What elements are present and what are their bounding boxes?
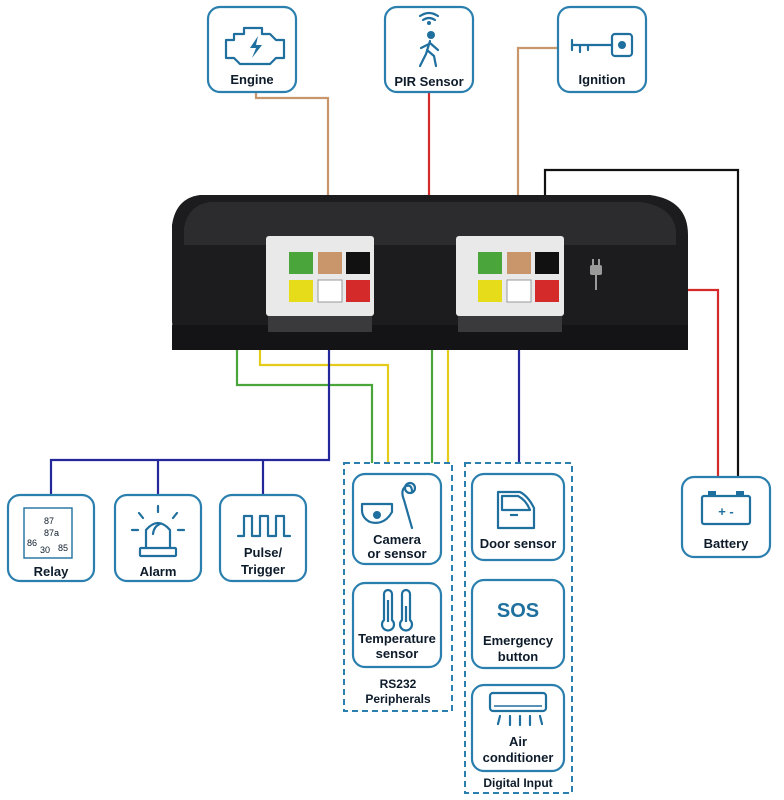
digital-input-group-frame [464,462,573,794]
door-sensor-label: Door sensor [480,536,557,551]
pulse-label-line1: Pulse/ [244,545,283,560]
engine-icon [224,26,286,66]
camera-icon [360,481,417,530]
tracker-device [172,195,688,350]
digital-input-label: Digital Input [483,776,552,790]
air-conditioner-label-line2: conditioner [483,750,554,765]
relay-card: 87 87a 86 30 85 Relay [6,493,96,583]
pir-motion-icon [418,11,440,68]
air-conditioner-label-line1: Air [509,734,527,749]
ignition-card: Ignition [556,5,648,94]
camera-label-line2: or sensor [367,546,426,561]
relay-pin-85: 85 [58,543,68,553]
wire-ignition [516,46,558,235]
wire-left-blue [49,290,331,495]
relay-pin-87a: 87a [44,528,59,538]
camera-label-line1: Camera [373,532,421,547]
battery-card: + - Battery [680,475,772,559]
emergency-card: SOS Emergency button [470,578,566,670]
alarm-card: Alarm [113,493,203,583]
air-conditioner-icon [488,691,548,727]
temperature-card: Temperature sensor [351,581,443,669]
thermometer-icon [380,588,414,632]
emergency-label-line2: button [498,649,538,664]
temperature-label-line1: Temperature [358,631,436,646]
car-door-icon [496,490,536,530]
battery-label: Battery [704,536,750,551]
air-conditioner-card: Air conditioner [470,683,566,773]
wire-engine [254,92,330,235]
relay-label: Relay [34,564,69,579]
rs232-label-line1: RS232 [380,677,417,691]
relay-pin-87: 87 [44,516,54,526]
engine-card: Engine [206,5,298,94]
rs232-group-frame [343,462,453,712]
pulse-trigger-card: Pulse/ Trigger [218,493,308,583]
relay-icon: 87 87a 86 30 85 [23,507,73,559]
rs232-label-line2: Peripherals [365,692,431,706]
pir-sensor-label: PIR Sensor [394,74,463,89]
temperature-label-line2: sensor [376,646,419,661]
ignition-label: Ignition [579,72,626,87]
left-connector [266,236,374,316]
relay-pin-86: 86 [27,538,37,548]
battery-symbols: + - [718,504,734,519]
power-plug-icon [590,259,602,290]
sos-icon: SOS [497,600,539,622]
camera-card: Camera or sensor [351,472,443,566]
pulse-label-line2: Trigger [241,562,285,577]
pir-sensor-card: PIR Sensor [383,5,475,94]
pulse-wave-icon [236,514,292,538]
right-connector [456,236,564,316]
emergency-label-line1: Emergency [483,633,554,648]
connector-pins [289,252,559,303]
key-icon [570,32,634,58]
siren-icon [130,504,186,558]
door-sensor-card: Door sensor [470,472,566,562]
alarm-label: Alarm [140,564,177,579]
relay-pin-30: 30 [40,545,50,555]
battery-icon: + - [700,491,752,526]
engine-label: Engine [230,72,273,87]
